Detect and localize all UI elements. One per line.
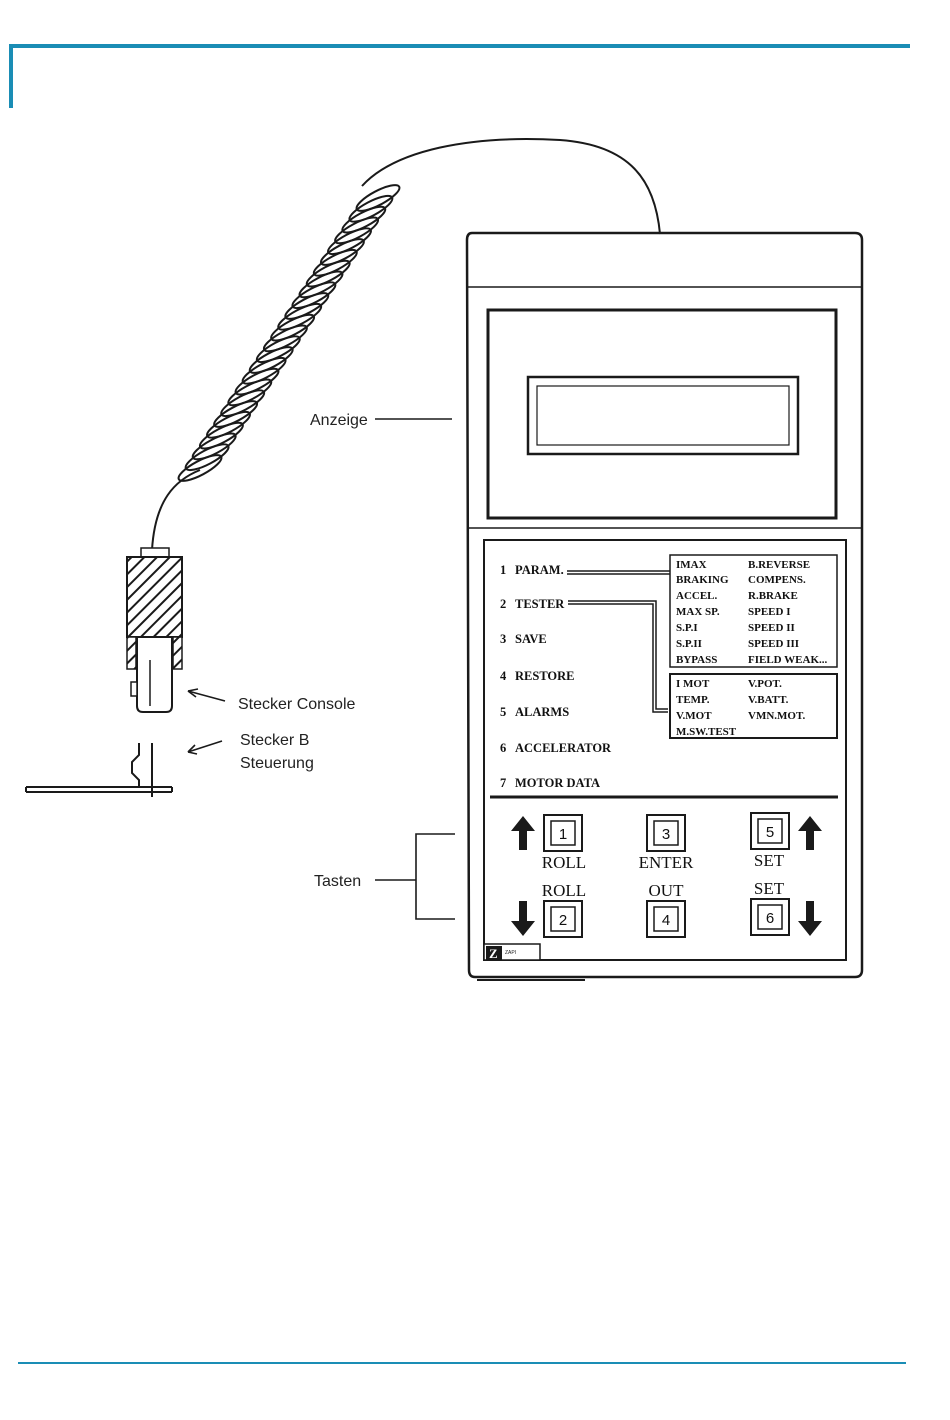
tester-item: V.MOT (676, 710, 712, 722)
console-body (465, 231, 864, 981)
tester-item: I MOT (676, 678, 710, 690)
param-item: S.P.II (676, 638, 702, 650)
menu-item-accelerator: ACCELERATOR (515, 741, 612, 755)
menu-item-restore: RESTORE (515, 669, 575, 683)
arrow-down-icon (511, 901, 535, 936)
param-item: IMAX (676, 559, 707, 571)
param-item: SPEED I (748, 606, 791, 618)
arrow-up-icon (511, 816, 535, 850)
key-6-label: SET (754, 879, 785, 898)
connector-controller (25, 743, 173, 797)
param-item: R.BRAKE (748, 590, 798, 602)
key-2-button[interactable]: 2 (543, 900, 583, 938)
tester-item: TEMP. (676, 694, 710, 706)
key-2-label: ROLL (542, 881, 586, 900)
key-1-number: 1 (559, 826, 567, 843)
key-4-label: OUT (649, 881, 685, 900)
tester-item: V.POT. (748, 678, 782, 690)
menu-item-alarms: ALARMS (515, 705, 569, 719)
param-item: BYPASS (676, 654, 717, 666)
coiled-cable (151, 138, 661, 551)
key-3-button[interactable]: 3 (646, 814, 686, 852)
logo-mark: Z (489, 946, 498, 961)
arrow-up-icon (798, 816, 822, 850)
menu-connectors (567, 554, 838, 739)
param-list: IMAX B.REVERSE BRAKING COMPENS. ACCEL. R… (676, 559, 828, 666)
param-item: ACCEL. (676, 590, 718, 602)
header-rule (9, 44, 910, 48)
menu-item-num: 3 (500, 632, 506, 646)
menu-item-save: SAVE (515, 632, 547, 646)
key-5-number: 5 (766, 824, 774, 841)
tester-item: M.SW.TEST (676, 726, 737, 738)
tester-list: I MOT V.POT. TEMP. V.BATT. V.MOT VMN.MOT… (676, 678, 805, 738)
tester-item: V.BATT. (748, 694, 789, 706)
menu-item-num: 1 (500, 563, 506, 577)
label-display: Anzeige (310, 412, 368, 429)
key-4-number: 4 (662, 912, 670, 929)
label-keys: Tasten (314, 873, 361, 890)
menu-item-num: 2 (500, 597, 506, 611)
param-item: MAX SP. (676, 606, 720, 618)
param-item: FIELD WEAK... (748, 654, 828, 666)
main-menu: 1 PARAM. 2 TESTER 3 SAVE 4 RESTORE 5 ALA… (500, 563, 612, 790)
param-item: SPEED II (748, 622, 795, 634)
panel-frame (483, 539, 847, 961)
param-item: B.REVERSE (748, 559, 810, 571)
key-3-number: 3 (662, 826, 670, 843)
arrow-down-icon (798, 901, 822, 936)
param-item: COMPENS. (748, 574, 806, 586)
header-left-bar (9, 44, 13, 108)
key-1-button[interactable]: 1 (543, 814, 583, 852)
key-6-number: 6 (766, 910, 774, 927)
key-5-label: SET (754, 851, 785, 870)
menu-item-num: 6 (500, 741, 506, 755)
tester-item: VMN.MOT. (748, 710, 805, 722)
param-item: S.P.I (676, 622, 698, 634)
brand-logo: Z ZAPI (483, 943, 541, 961)
lcd-window (526, 375, 800, 456)
param-item: BRAKING (676, 574, 729, 586)
param-item: SPEED III (748, 638, 799, 650)
label-plug-console: Stecker Console (238, 696, 355, 713)
key-1-label: ROLL (542, 853, 586, 872)
key-3-label: ENTER (639, 853, 694, 872)
menu-item-motor-data: MOTOR DATA (515, 776, 600, 790)
key-4-button[interactable]: 4 (646, 900, 686, 938)
display-bezel (486, 308, 838, 520)
menu-item-tester: TESTER (515, 597, 565, 611)
menu-item-param: PARAM. (515, 563, 564, 577)
footer-rule (18, 1362, 906, 1364)
menu-item-num: 5 (500, 705, 506, 719)
key-5-button[interactable]: 5 (750, 812, 790, 850)
menu-item-num: 4 (500, 669, 507, 683)
key-6-button[interactable]: 6 (750, 898, 790, 936)
label-plug-controller: Steuerung (240, 755, 314, 772)
connector-console (126, 547, 183, 713)
cable-coil (177, 454, 223, 482)
logo-text: ZAPI (505, 950, 516, 956)
callouts (187, 418, 455, 920)
menu-item-num: 7 (500, 776, 506, 790)
label-plug-b: Stecker B (240, 732, 309, 749)
key-2-number: 2 (559, 912, 567, 929)
keypad: 1 3 5 2 4 6 ROLL ENTER SET R (511, 812, 822, 938)
